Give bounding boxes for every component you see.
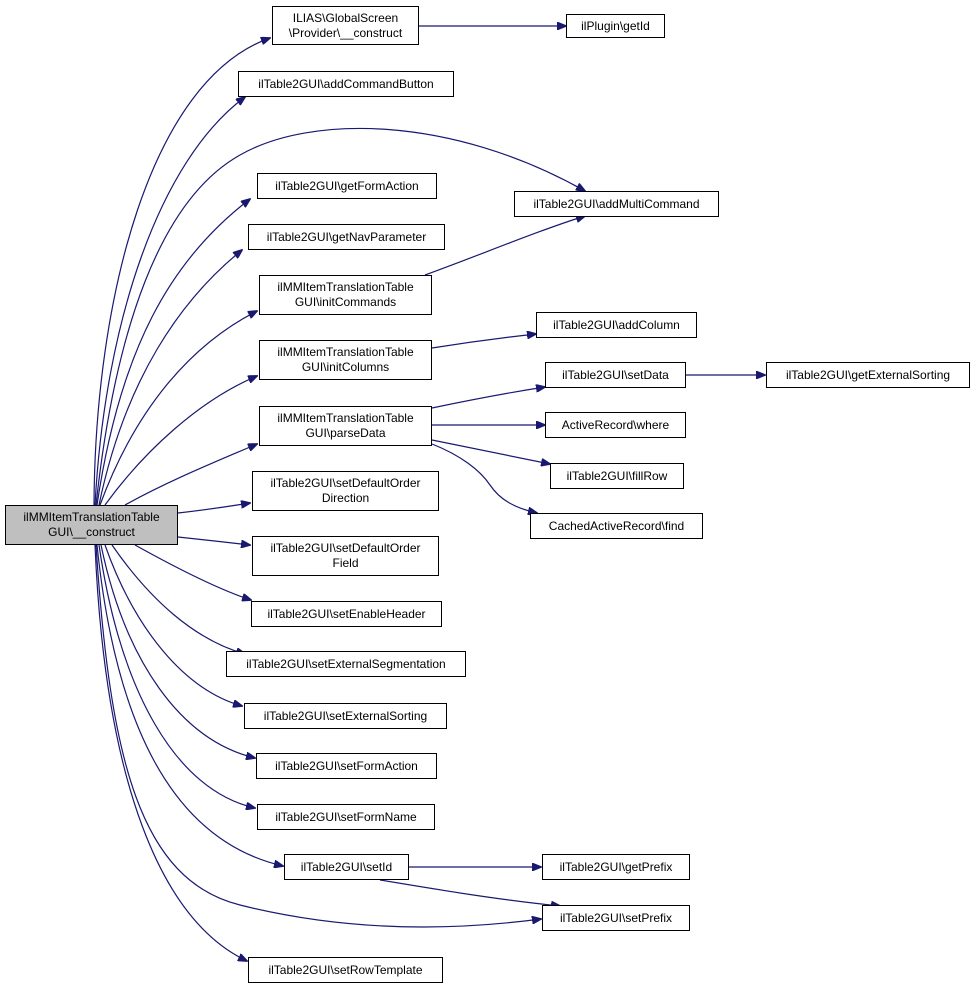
node-get-external-sorting[interactable]: ilTable2GUI\getExternalSorting [766, 362, 970, 388]
node-set-id[interactable]: ilTable2GUI\setId [284, 854, 409, 880]
node-set-default-order-field[interactable]: ilTable2GUI\setDefaultOrder Field [252, 536, 439, 576]
node-get-nav-parameter[interactable]: ilTable2GUI\getNavParameter [248, 224, 445, 250]
node-label: ilTable2GUI\getExternalSorting [785, 367, 951, 382]
node-label: ilMMItemTranslationTable [277, 411, 414, 425]
node-label: ilTable2GUI\addColumn [553, 317, 680, 332]
node-set-data[interactable]: ilTable2GUI\setData [545, 362, 686, 388]
node-label: Field [332, 556, 359, 570]
edge-root-to-set-enable-header [134, 544, 251, 600]
edge-root-to-add-multi-command [95, 127, 585, 506]
node-label: ilTable2GUI\setExternalSegmentation [246, 656, 446, 671]
node-parse-data[interactable]: ilMMItemTranslationTable GUI\parseData [259, 406, 432, 446]
node-label: ilTable2GUI\setExternalSorting [263, 708, 428, 723]
node-label: \Provider\__construct [288, 25, 403, 40]
edge-root-to-set-external-segmentation [111, 544, 245, 654]
node-label: ilTable2GUI\setRowTemplate [268, 962, 423, 977]
node-label: GUI\parseData [305, 426, 386, 440]
node-init-columns[interactable]: ilMMItemTranslationTable GUI\initColumns [259, 340, 432, 380]
edge-parse-data-to-cached-find [431, 443, 537, 513]
node-add-multi-command[interactable]: ilTable2GUI\addMultiCommand [514, 191, 719, 217]
node-label: ilTable2GUI\setFormAction [275, 758, 418, 773]
node-init-commands[interactable]: ilMMItemTranslationTable GUI\initCommand… [259, 275, 432, 315]
edge-set-id-to-set-prefix [379, 879, 560, 906]
edge-init-commands-to-add-multi-command [424, 216, 585, 276]
node-label: ilTable2GUI\getFormAction [275, 178, 419, 193]
node-label: ActiveRecord\where [561, 417, 670, 432]
node-global-screen-construct[interactable]: ILIAS\GlobalScreen \Provider\__construct [272, 6, 419, 45]
edge-root-to-set-external-sorting [104, 544, 242, 706]
node-label: ILIAS\GlobalScreen [292, 10, 399, 25]
node-label: GUI\initColumns [301, 360, 390, 374]
node-label: ilTable2GUI\setData [562, 367, 669, 382]
node-set-form-action[interactable]: ilTable2GUI\setFormAction [256, 753, 437, 779]
node-label: GUI\initCommands [294, 295, 397, 309]
edge-root-to-set-prefix [95, 544, 541, 928]
node-label: ilTable2GUI\setDefaultOrder [270, 541, 421, 555]
node-plugin-get-id[interactable]: ilPlugin\getId [566, 14, 665, 38]
node-label: ilTable2GUI\addCommandButton [258, 76, 434, 91]
edge-root-to-parse-data [124, 444, 257, 506]
edge-root-to-set-form-action [100, 544, 255, 758]
node-set-prefix[interactable]: ilTable2GUI\setPrefix [542, 905, 690, 931]
edge-root-to-set-id [96, 544, 283, 866]
node-label: ilTable2GUI\setId [300, 859, 393, 874]
node-get-prefix[interactable]: ilTable2GUI\getPrefix [542, 854, 690, 880]
edge-root-to-init-commands [99, 311, 257, 506]
node-label: CachedActiveRecord\find [548, 518, 685, 533]
node-label: GUI\__construct [48, 525, 135, 539]
edge-parse-data-to-fill-row [431, 439, 550, 464]
node-label: ilPlugin\getId [581, 18, 650, 33]
node-cached-find[interactable]: CachedActiveRecord\find [530, 513, 703, 539]
edge-root-to-set-row-template [94, 544, 247, 961]
node-label: ilMMItemTranslationTable [277, 280, 414, 294]
edge-init-columns-to-add-column [431, 334, 536, 349]
node-label: Direction [321, 491, 370, 505]
node-label: ilTable2GUI\getPrefix [559, 859, 673, 874]
node-get-form-action[interactable]: ilTable2GUI\getFormAction [257, 173, 437, 199]
node-set-row-template[interactable]: ilTable2GUI\setRowTemplate [248, 957, 443, 983]
node-label: ilTable2GUI\setPrefix [559, 910, 673, 925]
edge-root-to-get-form-action [96, 199, 250, 506]
node-add-command-button[interactable]: ilTable2GUI\addCommandButton [238, 71, 454, 97]
node-set-enable-header[interactable]: ilTable2GUI\setEnableHeader [251, 601, 442, 627]
node-label: ilTable2GUI\addMultiCommand [533, 196, 700, 211]
edge-root-to-set-form-name [98, 544, 255, 808]
node-label: ilMMItemTranslationTable [23, 510, 160, 524]
edge-root-to-set-default-order-direction [177, 503, 250, 514]
node-add-column[interactable]: ilTable2GUI\addColumn [536, 312, 697, 338]
node-set-external-segmentation[interactable]: ilTable2GUI\setExternalSegmentation [226, 651, 466, 677]
node-label: ilTable2GUI\setEnableHeader [267, 606, 426, 621]
edge-parse-data-to-set-data [431, 387, 545, 409]
node-fill-row[interactable]: ilTable2GUI\fillRow [550, 463, 684, 489]
node-label: ilTable2GUI\fillRow [566, 468, 668, 483]
node-set-default-order-direction[interactable]: ilTable2GUI\setDefaultOrder Direction [252, 471, 439, 511]
edge-root-to-set-default-order-field [177, 536, 250, 545]
node-label: ilTable2GUI\getNavParameter [266, 229, 427, 244]
edge-root-to-get-nav-parameter [98, 250, 242, 506]
edge-root-to-init-columns [104, 376, 257, 506]
node-label: ilMMItemTranslationTable [277, 345, 414, 359]
node-set-form-name[interactable]: ilTable2GUI\setFormName [257, 804, 435, 830]
edge-root-to-add-command-button [94, 97, 245, 506]
edge-root-to-global-screen-construct [93, 38, 270, 506]
node-label: ilTable2GUI\setFormName [275, 809, 417, 824]
node-root-construct: ilMMItemTranslationTable GUI\__construct [5, 505, 178, 545]
node-set-external-sorting[interactable]: ilTable2GUI\setExternalSorting [244, 703, 447, 729]
node-label: ilTable2GUI\setDefaultOrder [270, 476, 421, 490]
node-active-record-where[interactable]: ActiveRecord\where [545, 412, 686, 438]
